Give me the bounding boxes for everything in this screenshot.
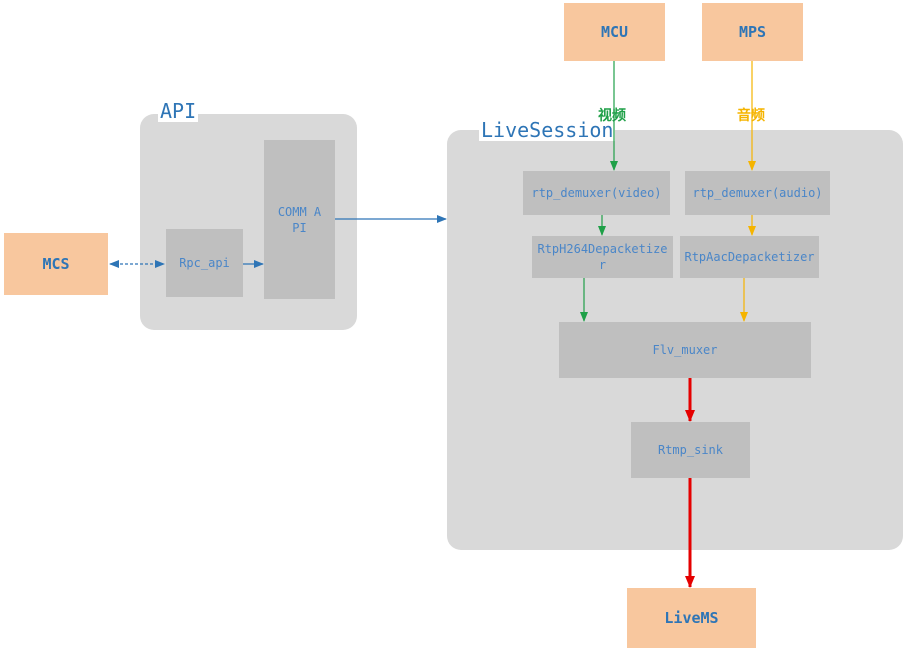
audio-stream-label: 音频 [737, 108, 765, 124]
rtmp-sink-node[interactable]: Rtmp_sink [631, 422, 750, 478]
mps-box[interactable]: MPS [702, 3, 803, 61]
comm-api-node[interactable]: COMM API [264, 140, 335, 299]
flv-muxer-node[interactable]: Flv_muxer [559, 322, 811, 378]
mcu-box[interactable]: MCU [564, 3, 665, 61]
rpc-api-node[interactable]: Rpc_api [166, 229, 243, 297]
rtp-demuxer-audio-node[interactable]: rtp_demuxer(audio) [685, 171, 830, 215]
api-group-label: API [158, 99, 199, 123]
rtp-demuxer-video-node[interactable]: rtp_demuxer(video) [523, 171, 670, 215]
rtp-h264-depacketizer-node[interactable]: RtpH264Depacketizer [532, 236, 673, 278]
rtp-aac-depacketizer-node[interactable]: RtpAacDepacketizer [680, 236, 819, 278]
video-stream-label: 视频 [598, 108, 626, 124]
live-session-group-label: LiveSession [479, 118, 616, 142]
livems-box[interactable]: LiveMS [627, 588, 756, 648]
mcs-box[interactable]: MCS [4, 233, 108, 295]
